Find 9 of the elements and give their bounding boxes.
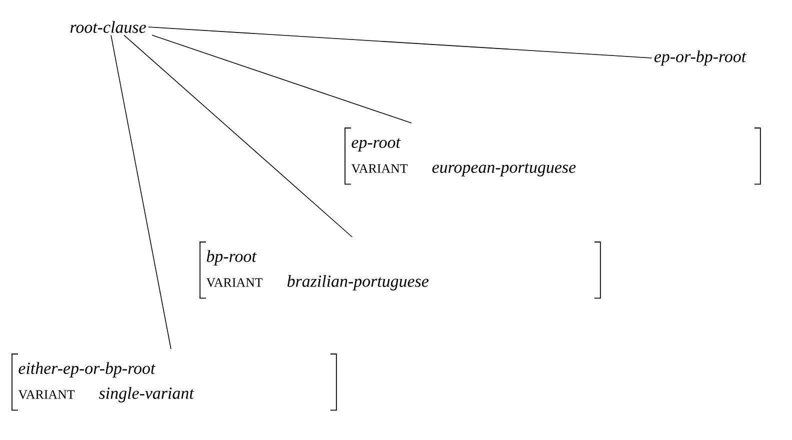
type-label: root-clause bbox=[70, 21, 146, 33]
type-label: ep-or-bp-root bbox=[654, 50, 746, 66]
tree-line bbox=[124, 34, 353, 238]
tree-line bbox=[152, 34, 412, 124]
feature-structure: ep-root VARIANT european-portuguese bbox=[344, 128, 761, 185]
feature-structure: bp-root VARIANT brazilian-portuguese bbox=[200, 242, 601, 299]
tree-line bbox=[148, 26, 652, 58]
tree-line bbox=[110, 34, 172, 350]
feature-structure: either-ep-or-bp-root VARIANT single-variant bbox=[12, 354, 337, 411]
